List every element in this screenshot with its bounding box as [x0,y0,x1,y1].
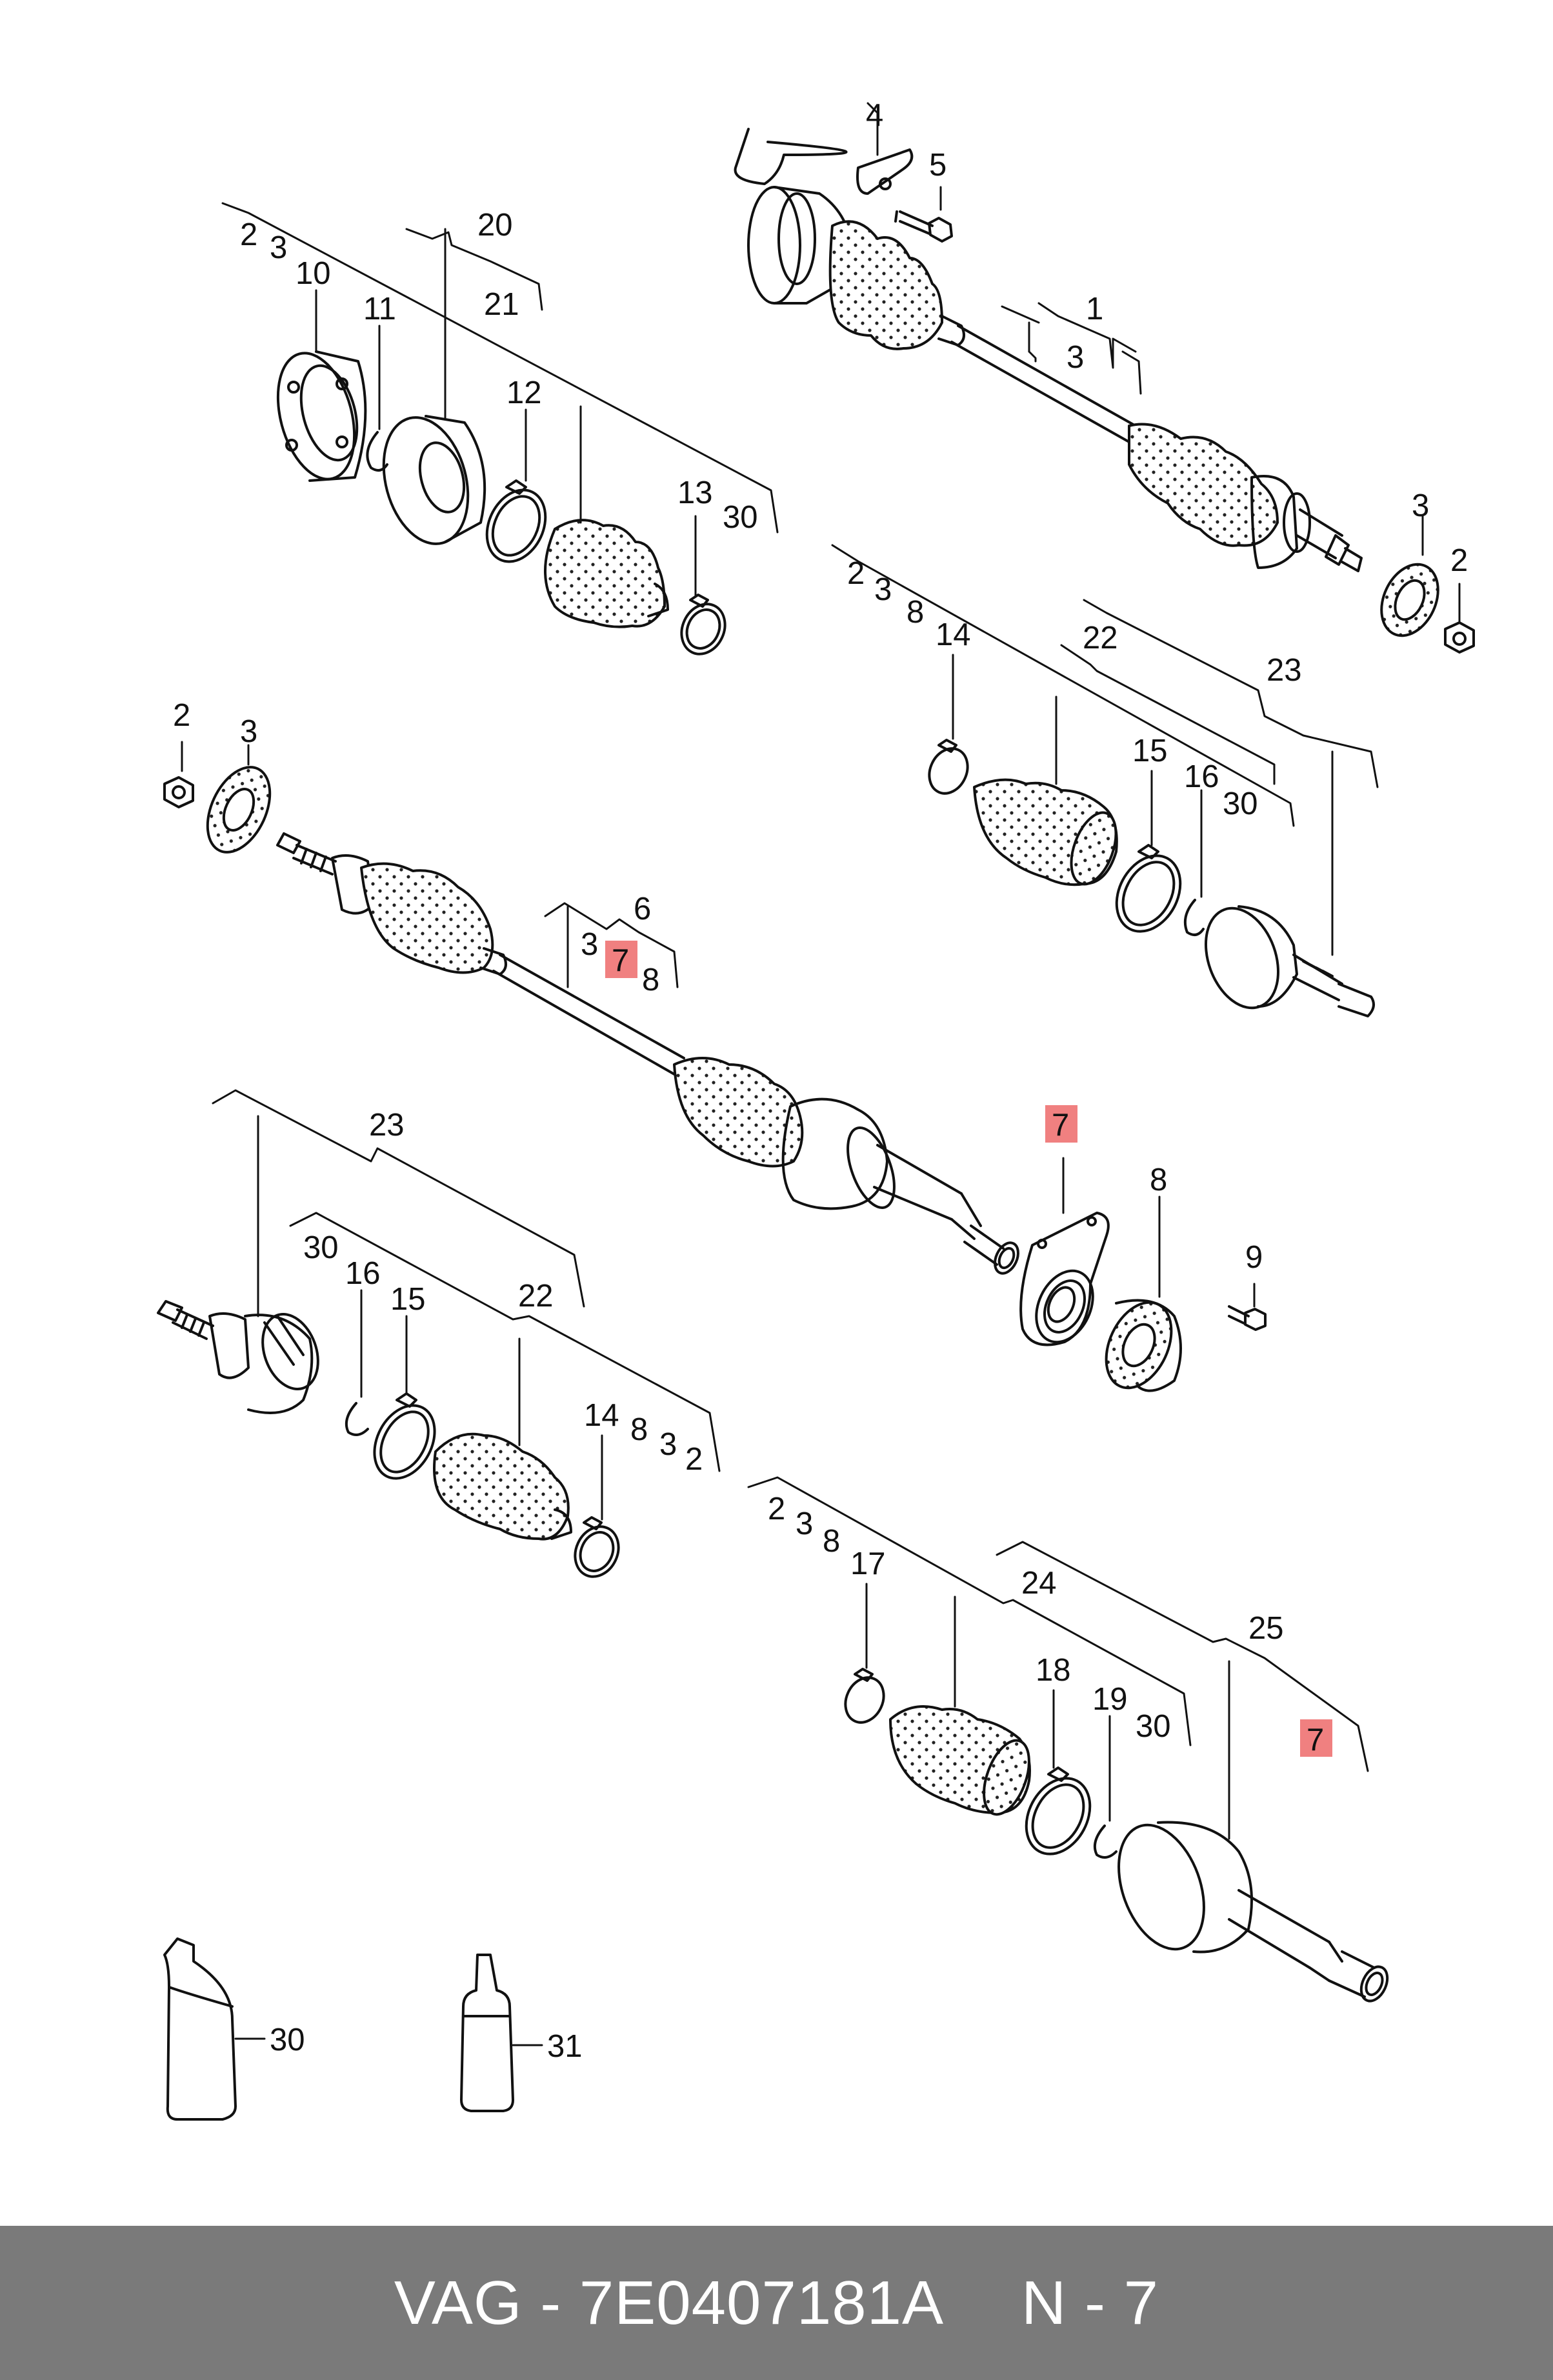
callout-30: 30 [723,500,758,535]
callout-5: 5 [929,148,947,183]
callout-21: 21 [484,287,519,322]
highlight-callout-7-b [1045,1105,1077,1143]
callout-16: 16 [1184,759,1219,794]
callout-3: 3 [659,1427,677,1462]
reference-number: N - 7 [1021,2268,1159,2337]
highlight-callout-7-a [605,941,637,978]
drive-shaft-assembly-middle [163,741,1019,1275]
callout-22: 22 [518,1279,554,1314]
callout-2: 2 [173,698,190,733]
callout-7: 7 [612,943,629,978]
inner-joint-kit-upper [221,202,779,655]
callout-8: 8 [823,1524,840,1559]
callout-numbers: 4 5 1 3 3 2 2 3 10 11 20 21 12 13 30 2 3… [173,98,1468,2064]
callout-9: 9 [1245,1240,1263,1275]
callout-2: 2 [240,217,257,252]
callout-3b: 3 [581,927,598,962]
callout-7: 7 [1052,1108,1069,1143]
grease-tube-icon [163,1937,237,2121]
callout-14: 14 [584,1398,619,1433]
callout-8: 8 [1150,1163,1167,1197]
callout-10: 10 [296,256,331,291]
callout-15: 15 [390,1282,426,1317]
callout-2: 2 [847,556,865,591]
outer-joint-kit-right [831,544,1379,1017]
callout-1: 1 [1086,292,1103,326]
bolt-part-5 [894,210,934,235]
callout-8: 8 [907,595,924,630]
callout-3: 3 [270,230,287,265]
callout-4: 4 [866,98,883,133]
callout-30: 30 [303,1230,339,1265]
callout-16: 16 [345,1256,381,1291]
callout-3: 3 [874,572,892,607]
callout-14: 14 [936,617,971,652]
callout-22: 22 [1083,621,1118,655]
callout-19: 19 [1092,1682,1128,1717]
callout-2: 2 [1450,543,1468,578]
callout-25: 25 [1248,1611,1284,1646]
callout-2: 2 [685,1442,703,1477]
callout-3: 3 [1067,340,1084,375]
sealant-bottle-icon [460,1954,514,2112]
highlight-boxes [605,941,1332,1757]
callout-31: 31 [547,2029,583,2064]
callout-12: 12 [506,375,542,410]
service-items [163,1937,543,2121]
highlight-callout-7-c [1300,1719,1332,1757]
part-number-footer: VAG - 7E0407181A N - 7 [0,2226,1553,2380]
drive-shaft-assembly-top [734,128,1475,654]
callout-30: 30 [1136,1709,1171,1744]
callout-17: 17 [850,1546,886,1581]
bracket-part-4 [856,148,914,195]
callout-24: 24 [1021,1566,1057,1601]
outer-joint-kit-lower [747,1476,1389,2003]
drive-shaft-exploded-diagram: 4 5 1 3 3 2 2 3 10 11 20 21 12 13 30 2 3… [157,98,1475,2121]
inner-joint-kit-lower [157,1089,721,1578]
callout-15: 15 [1132,734,1168,768]
callout-8: 8 [642,963,659,997]
callout-30: 30 [1223,786,1258,821]
bearing-kit [1019,1157,1267,1392]
callout-23: 23 [1267,653,1302,688]
callout-20: 20 [477,208,513,243]
callout-18: 18 [1036,1653,1071,1688]
callout-8: 8 [630,1412,648,1447]
callout-3: 3 [796,1506,813,1541]
callout-7: 7 [1307,1723,1324,1757]
callout-13: 13 [677,475,713,510]
callout-30: 30 [270,2023,305,2057]
callout-6: 6 [634,892,651,926]
callout-3: 3 [240,714,257,749]
callout-2: 2 [768,1492,785,1526]
callout-11: 11 [363,292,396,326]
callout-3b: 3 [1412,488,1429,523]
callout-23: 23 [369,1108,405,1143]
part-number: VAG - 7E0407181A [394,2268,945,2337]
